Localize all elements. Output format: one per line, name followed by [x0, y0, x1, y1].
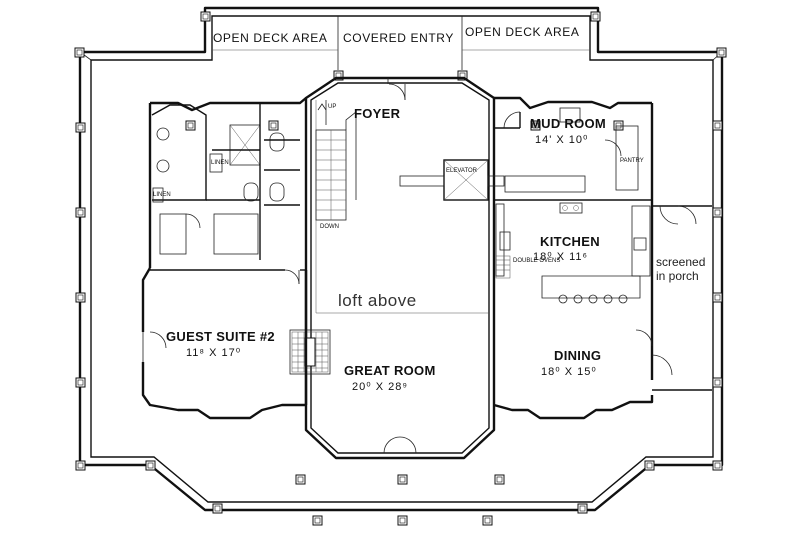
label-great-room-dim: 20⁰ X 28⁹ [352, 381, 408, 393]
fireplace [289, 329, 331, 375]
label-double-ovens: DOUBLE OVENS [513, 258, 560, 264]
center-walls [304, 76, 496, 460]
label-up: UP [328, 104, 336, 110]
deck-post [212, 503, 223, 514]
deck-post [397, 474, 408, 485]
deck-post [712, 377, 723, 388]
label-screened: screened [656, 255, 705, 269]
label-loft-above: loft above [338, 291, 417, 310]
deck-post [268, 120, 279, 131]
label-linen-2: LINEN [211, 160, 229, 166]
deck-post [613, 120, 624, 131]
deck-post [185, 120, 196, 131]
label-pantry: PANTRY [620, 158, 644, 164]
deck-post [482, 515, 493, 526]
label-in-porch: in porch [656, 269, 699, 283]
label-elevator: ELEVATOR [446, 168, 478, 174]
labels: OPEN DECK AREA COVERED ENTRY OPEN DECK A… [153, 25, 705, 393]
label-foyer: FOYER [354, 106, 401, 121]
deck-post [145, 460, 156, 471]
label-down: DOWN [320, 224, 339, 230]
deck-post [712, 460, 723, 471]
deck-post [312, 515, 323, 526]
deck-post [590, 11, 601, 22]
label-open-deck-left: OPEN DECK AREA [213, 31, 327, 45]
label-linen-1: LINEN [153, 192, 171, 198]
deck-post [200, 11, 211, 22]
deck-posts [74, 11, 727, 526]
label-open-deck-right: OPEN DECK AREA [465, 25, 579, 39]
deck-post [712, 120, 723, 131]
label-mud-room: MUD ROOM [530, 116, 606, 131]
deck-post [716, 47, 727, 58]
deck-post [712, 207, 723, 218]
left-wing-walls [141, 97, 308, 420]
label-great-room: GREAT ROOM [344, 363, 436, 378]
deck-post [75, 292, 86, 303]
deck-post [530, 120, 541, 131]
deck-post [75, 207, 86, 218]
deck-post [75, 377, 86, 388]
label-kitchen: KITCHEN [540, 234, 600, 249]
label-guest-suite-dim: 11⁸ X 17⁰ [186, 347, 241, 359]
label-guest-suite: GUEST SUITE #2 [166, 329, 275, 344]
deck-post [75, 460, 86, 471]
label-mud-room-dim: 14' X 10⁰ [535, 134, 588, 146]
label-covered-entry: COVERED ENTRY [343, 31, 454, 45]
label-dining: DINING [554, 348, 601, 363]
deck-post [577, 503, 588, 514]
deck-post [397, 515, 408, 526]
deck-post [295, 474, 306, 485]
staircase [315, 100, 357, 221]
deck-post [644, 460, 655, 471]
deck-post [75, 122, 86, 133]
deck-post [494, 474, 505, 485]
deck-post [74, 47, 85, 58]
label-kitchen-dim: 18⁰ X 11⁶ [533, 251, 588, 263]
deck-post [712, 292, 723, 303]
right-wing-walls [399, 96, 712, 420]
label-dining-dim: 18⁰ X 15⁰ [541, 366, 597, 378]
